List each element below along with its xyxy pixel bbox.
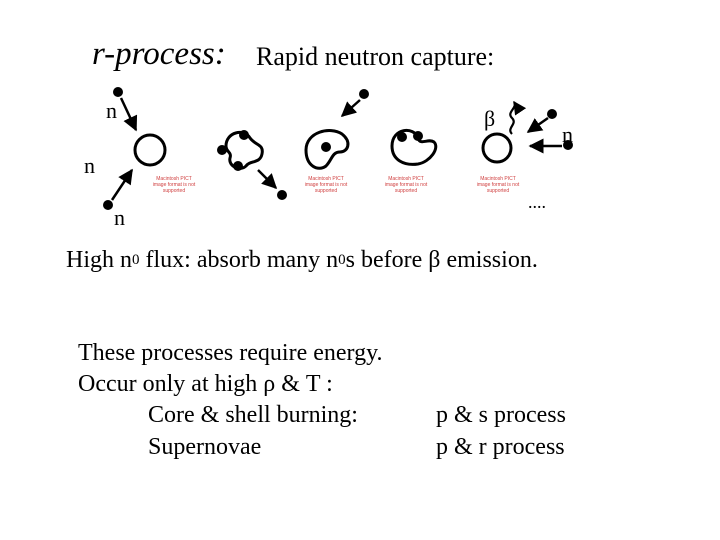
- nucleus-4: [390, 129, 438, 166]
- neutron-dot: [359, 89, 369, 99]
- notes-pr-process: p & r process: [436, 434, 565, 460]
- nucleus-3: [304, 129, 350, 170]
- neutron-dot: [103, 200, 113, 210]
- neutron-dot: [277, 190, 287, 200]
- neutron-dot: [413, 131, 423, 141]
- title-r-process: r-process:: [92, 36, 226, 72]
- notes-core-shell: Core & shell burning:: [148, 402, 358, 428]
- label-neutron: n: [114, 205, 125, 230]
- label-neutron: n: [562, 122, 573, 147]
- nucleus-1: [133, 133, 167, 167]
- missing-image-placeholder: Macintosh PICT image format is not suppo…: [384, 176, 428, 194]
- notes-line-1: These processes require energy.: [78, 340, 383, 366]
- neutron-dot: [547, 109, 557, 119]
- label-neutron: n: [106, 98, 117, 123]
- neutron-arrow: [110, 168, 134, 201]
- neutron-dot: [239, 130, 249, 140]
- neutron-arrow: [340, 99, 361, 117]
- neutron-dot: [321, 142, 331, 152]
- neutron-dot: [113, 87, 123, 97]
- label-beta: β: [484, 106, 496, 131]
- missing-image-placeholder: Macintosh PICT image format is not suppo…: [304, 176, 348, 194]
- neutron-dot: [233, 161, 243, 171]
- neutron-arrow: [119, 97, 138, 132]
- neutron-dot: [217, 145, 227, 155]
- notes-line-2: Occur only at high ρ & T :: [78, 371, 333, 397]
- beta-emission-arrow: [509, 100, 527, 135]
- notes-supernovae: Supernovae: [148, 434, 262, 460]
- neutron-arrow: [257, 169, 278, 190]
- title-rapid-neutron-capture: Rapid neutron capture:: [256, 42, 495, 71]
- flux-statement: High n0 flux: absorb many n0s before β e…: [66, 247, 538, 273]
- neutron-arrow: [526, 116, 549, 134]
- neutron-dot: [563, 140, 573, 150]
- nucleus-5: [481, 132, 513, 164]
- missing-image-placeholder: Macintosh PICT image format is not suppo…: [476, 176, 520, 194]
- neutron-dot: [397, 132, 407, 142]
- label-ellipsis: ....: [528, 192, 546, 212]
- notes-ps-process: p & s process: [436, 402, 566, 428]
- missing-image-placeholder: Macintosh PICT image format is not suppo…: [152, 176, 196, 194]
- label-neutron: n: [84, 153, 95, 178]
